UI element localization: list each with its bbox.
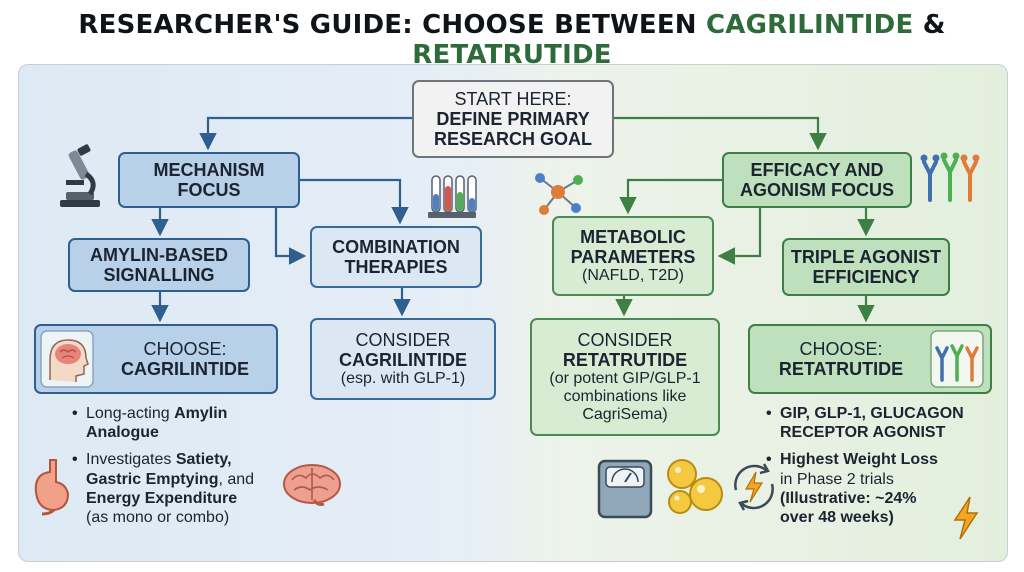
mechanism-line1: MECHANISM: [153, 159, 265, 180]
scale-icon: [597, 459, 653, 519]
microscope-icon: [60, 144, 100, 207]
consider-right-line3: (or potent GIP/GLP-1: [549, 370, 701, 388]
mechanism-line2: FOCUS: [177, 180, 241, 200]
choose-right-line2: RETATRUTIDE: [778, 359, 904, 379]
efficacy-agonism-node: EFFICACY AND AGONISM FOCUS: [722, 152, 912, 208]
consider-right-line5: CagriSema): [582, 406, 668, 424]
molecule-icon: [535, 173, 583, 215]
choose-left-line1: CHOOSE:: [143, 338, 227, 359]
fat-cells-icon: [667, 459, 723, 514]
start-line2: DEFINE PRIMARY: [436, 108, 590, 129]
metabolic-line3: (NAFLD, T2D): [582, 267, 684, 285]
combination-line1: COMBINATION: [332, 236, 460, 257]
amylin-line1: AMYLIN-BASED: [90, 244, 228, 265]
brain-head-icon: [40, 330, 94, 388]
mechanism-focus-node: MECHANISM FOCUS: [118, 152, 300, 208]
consider-right-line2: RETATRUTIDE: [562, 350, 688, 371]
choose-right-line1: CHOOSE:: [799, 338, 883, 359]
arrow-efficacy-metabolic: [619, 178, 722, 215]
triple-line1: TRIPLE AGONIST: [790, 246, 942, 267]
amylin-line2: SIGNALLING: [103, 265, 215, 285]
combination-therapies-node: COMBINATION THERAPIES: [310, 226, 482, 288]
left-bullet-2: • Investigates Satiety,Gastric Emptying,…: [72, 451, 255, 526]
metabolic-parameters-node: METABOLIC PARAMETERS (NAFLD, T2D): [552, 216, 714, 296]
start-node: START HERE: DEFINE PRIMARY RESEARCH GOAL: [412, 80, 614, 158]
arrow-start-efficacy: [614, 116, 827, 151]
consider-right-line1: CONSIDER: [577, 329, 673, 350]
triple-line2: EFFICIENCY: [812, 267, 920, 287]
arrow-mechanism-combination: [300, 178, 409, 225]
consider-cagrilintide-node: CONSIDER CAGRILINTIDE (esp. with GLP-1): [310, 318, 496, 400]
arrow-start-mechanism: [199, 116, 412, 151]
arrow-mechanism-combination-2: [274, 208, 307, 265]
page-title: RESEARCHER'S GUIDE: CHOOSE BETWEEN CAGRI…: [78, 10, 946, 70]
receptor-icon: [930, 330, 984, 388]
consider-left-line2: CAGRILINTIDE: [339, 350, 467, 371]
receptor-icon: [920, 152, 980, 202]
arrow-efficacy-metabolic-2: [717, 208, 762, 265]
consider-left-line3: (esp. with GLP-1): [340, 370, 466, 388]
brain-icon: [283, 464, 341, 506]
start-line1: START HERE:: [454, 88, 572, 109]
efficacy-line2: AGONISM FOCUS: [739, 180, 894, 200]
start-line3: RESEARCH GOAL: [433, 129, 592, 150]
combination-line2: THERAPIES: [344, 257, 448, 277]
consider-right-line4: combinations like: [563, 388, 687, 406]
stomach-icon: [34, 459, 70, 516]
lightning-icon: [953, 496, 979, 540]
consider-left-line1: CONSIDER: [355, 329, 451, 350]
energy-icon: [734, 463, 774, 511]
consider-retatrutide-node: CONSIDER RETATRUTIDE (or potent GIP/GLP-…: [530, 318, 720, 436]
triple-agonist-node: TRIPLE AGONIST EFFICIENCY: [782, 238, 950, 296]
metabolic-line2: PARAMETERS: [570, 247, 696, 268]
metabolic-line1: METABOLIC: [580, 226, 686, 247]
choose-left-line2: CAGRILINTIDE: [121, 359, 249, 379]
amylin-signalling-node: AMYLIN-BASED SIGNALLING: [68, 238, 250, 292]
efficacy-line1: EFFICACY AND: [750, 159, 884, 180]
test-tubes-icon: [428, 175, 477, 218]
